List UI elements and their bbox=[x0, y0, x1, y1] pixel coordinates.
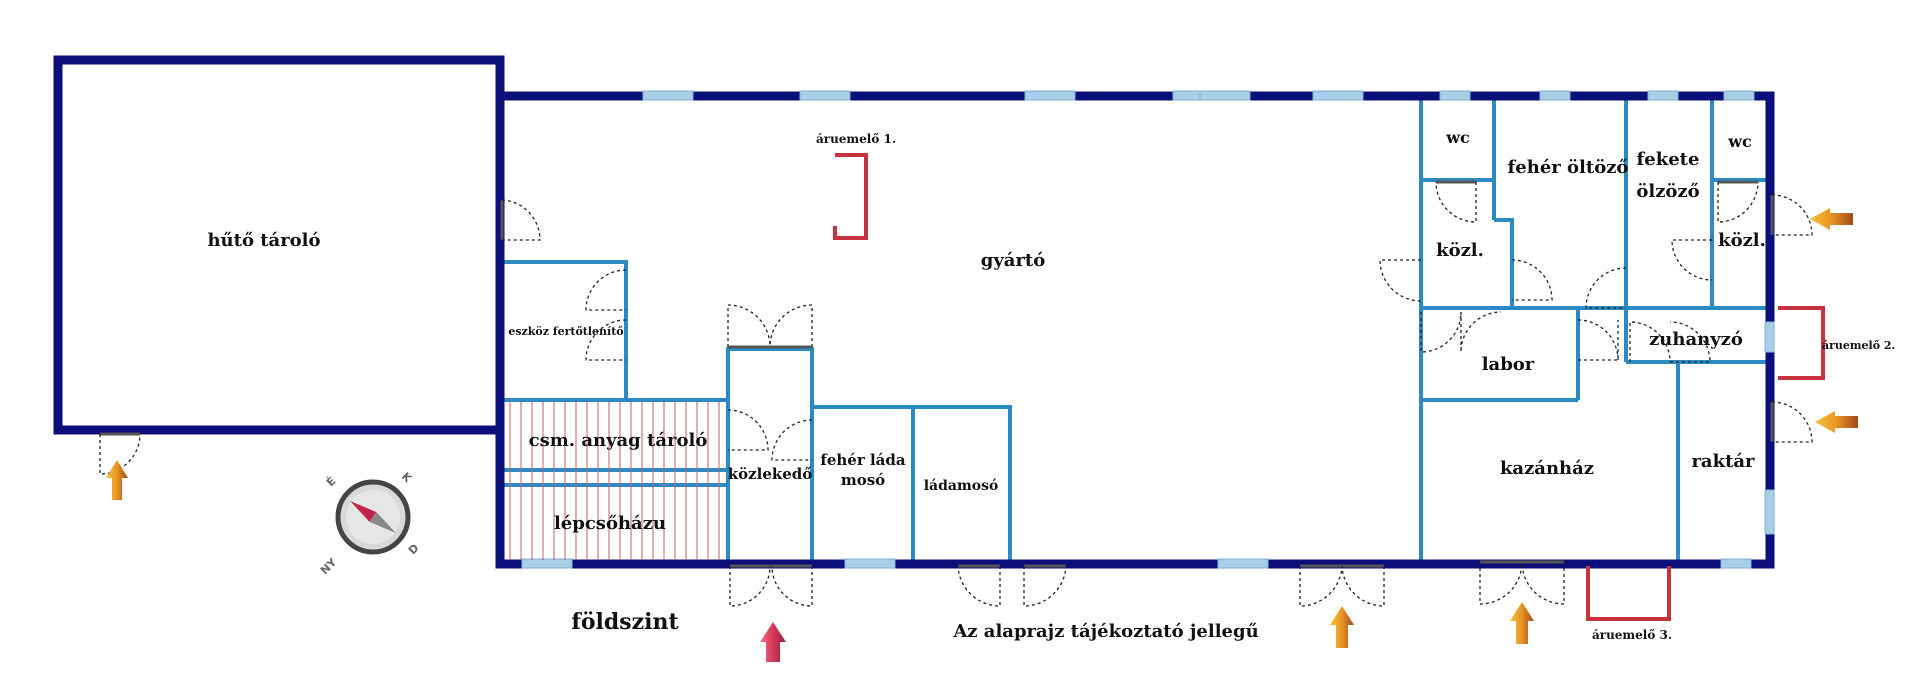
room-fekete-olzozo-2: ölzöző bbox=[1636, 181, 1699, 202]
compass-needle-south bbox=[369, 512, 396, 534]
lift-2-label: áruemelő 2. bbox=[1822, 339, 1895, 352]
compass-n: É bbox=[324, 475, 339, 490]
room-wc-right: wc bbox=[1727, 132, 1752, 151]
room-kazanhaz: kazánház bbox=[1500, 458, 1594, 479]
lift-1-outline bbox=[833, 153, 868, 240]
lift-2-outline bbox=[1778, 306, 1825, 380]
entry-arrow-right-1 bbox=[1810, 208, 1853, 230]
lifts bbox=[833, 153, 1825, 621]
compass-w: NY bbox=[318, 555, 340, 577]
lift-3-outline bbox=[1586, 566, 1671, 621]
compass: É K D NY bbox=[318, 470, 422, 577]
room-feher-lada-moso-2: mosó bbox=[841, 471, 885, 489]
lift-1-label: áruemelő 1. bbox=[816, 132, 896, 146]
room-raktar: raktár bbox=[1691, 451, 1755, 472]
room-kozlekedo: közlekedő bbox=[728, 465, 813, 483]
room-fekete-olzozo-1: fekete bbox=[1637, 149, 1700, 170]
doors bbox=[99, 180, 1813, 607]
room-feher-oltozo: fehér öltöző bbox=[1508, 157, 1629, 178]
disclaimer-label: Az alaprajz tájékoztató jellegű bbox=[952, 621, 1258, 642]
room-kozl-left: közl. bbox=[1436, 240, 1484, 261]
windows bbox=[521, 90, 1775, 569]
entry-arrow-bottom-2 bbox=[1510, 602, 1534, 644]
lift-labels: áruemelő 1. áruemelő 2. áruemelő 3. bbox=[816, 132, 1895, 642]
entry-arrows bbox=[106, 208, 1858, 662]
room-csm-anyag-tarolo: csm. anyag tároló bbox=[529, 430, 708, 451]
room-ladamoso: ládamosó bbox=[924, 478, 999, 494]
room-eszkoz-fertotlenito: eszköz fertőtlenítő bbox=[508, 325, 623, 338]
room-labels: hűtő tároló gyártó eszköz fertőtlenítő c… bbox=[207, 128, 1765, 534]
room-kozl-right: közl. bbox=[1718, 230, 1766, 251]
compass-e: K bbox=[399, 470, 415, 486]
room-gyarto: gyártó bbox=[981, 250, 1046, 271]
compass-needle-north bbox=[350, 500, 377, 522]
room-wc-left: wc bbox=[1445, 128, 1470, 147]
compass-s: D bbox=[406, 541, 422, 557]
room-labor: labor bbox=[1482, 354, 1535, 375]
staircase bbox=[509, 402, 720, 560]
room-zuhanyzo: zuhanyzó bbox=[1649, 329, 1743, 350]
room-lepcsohazu: lépcsőházu bbox=[554, 513, 666, 534]
entry-arrow-bottom-1 bbox=[1330, 606, 1354, 648]
room-feher-lada-moso-1: fehér láda bbox=[820, 451, 905, 469]
lift-3-label: áruemelő 3. bbox=[1592, 628, 1672, 642]
room-huto-tarolo: hűtő tároló bbox=[207, 230, 320, 251]
entry-arrow-right-2 bbox=[1815, 411, 1858, 433]
floor-label: földszint bbox=[571, 609, 679, 635]
entry-arrow-left bbox=[106, 460, 128, 500]
entry-arrow-main bbox=[760, 622, 786, 662]
